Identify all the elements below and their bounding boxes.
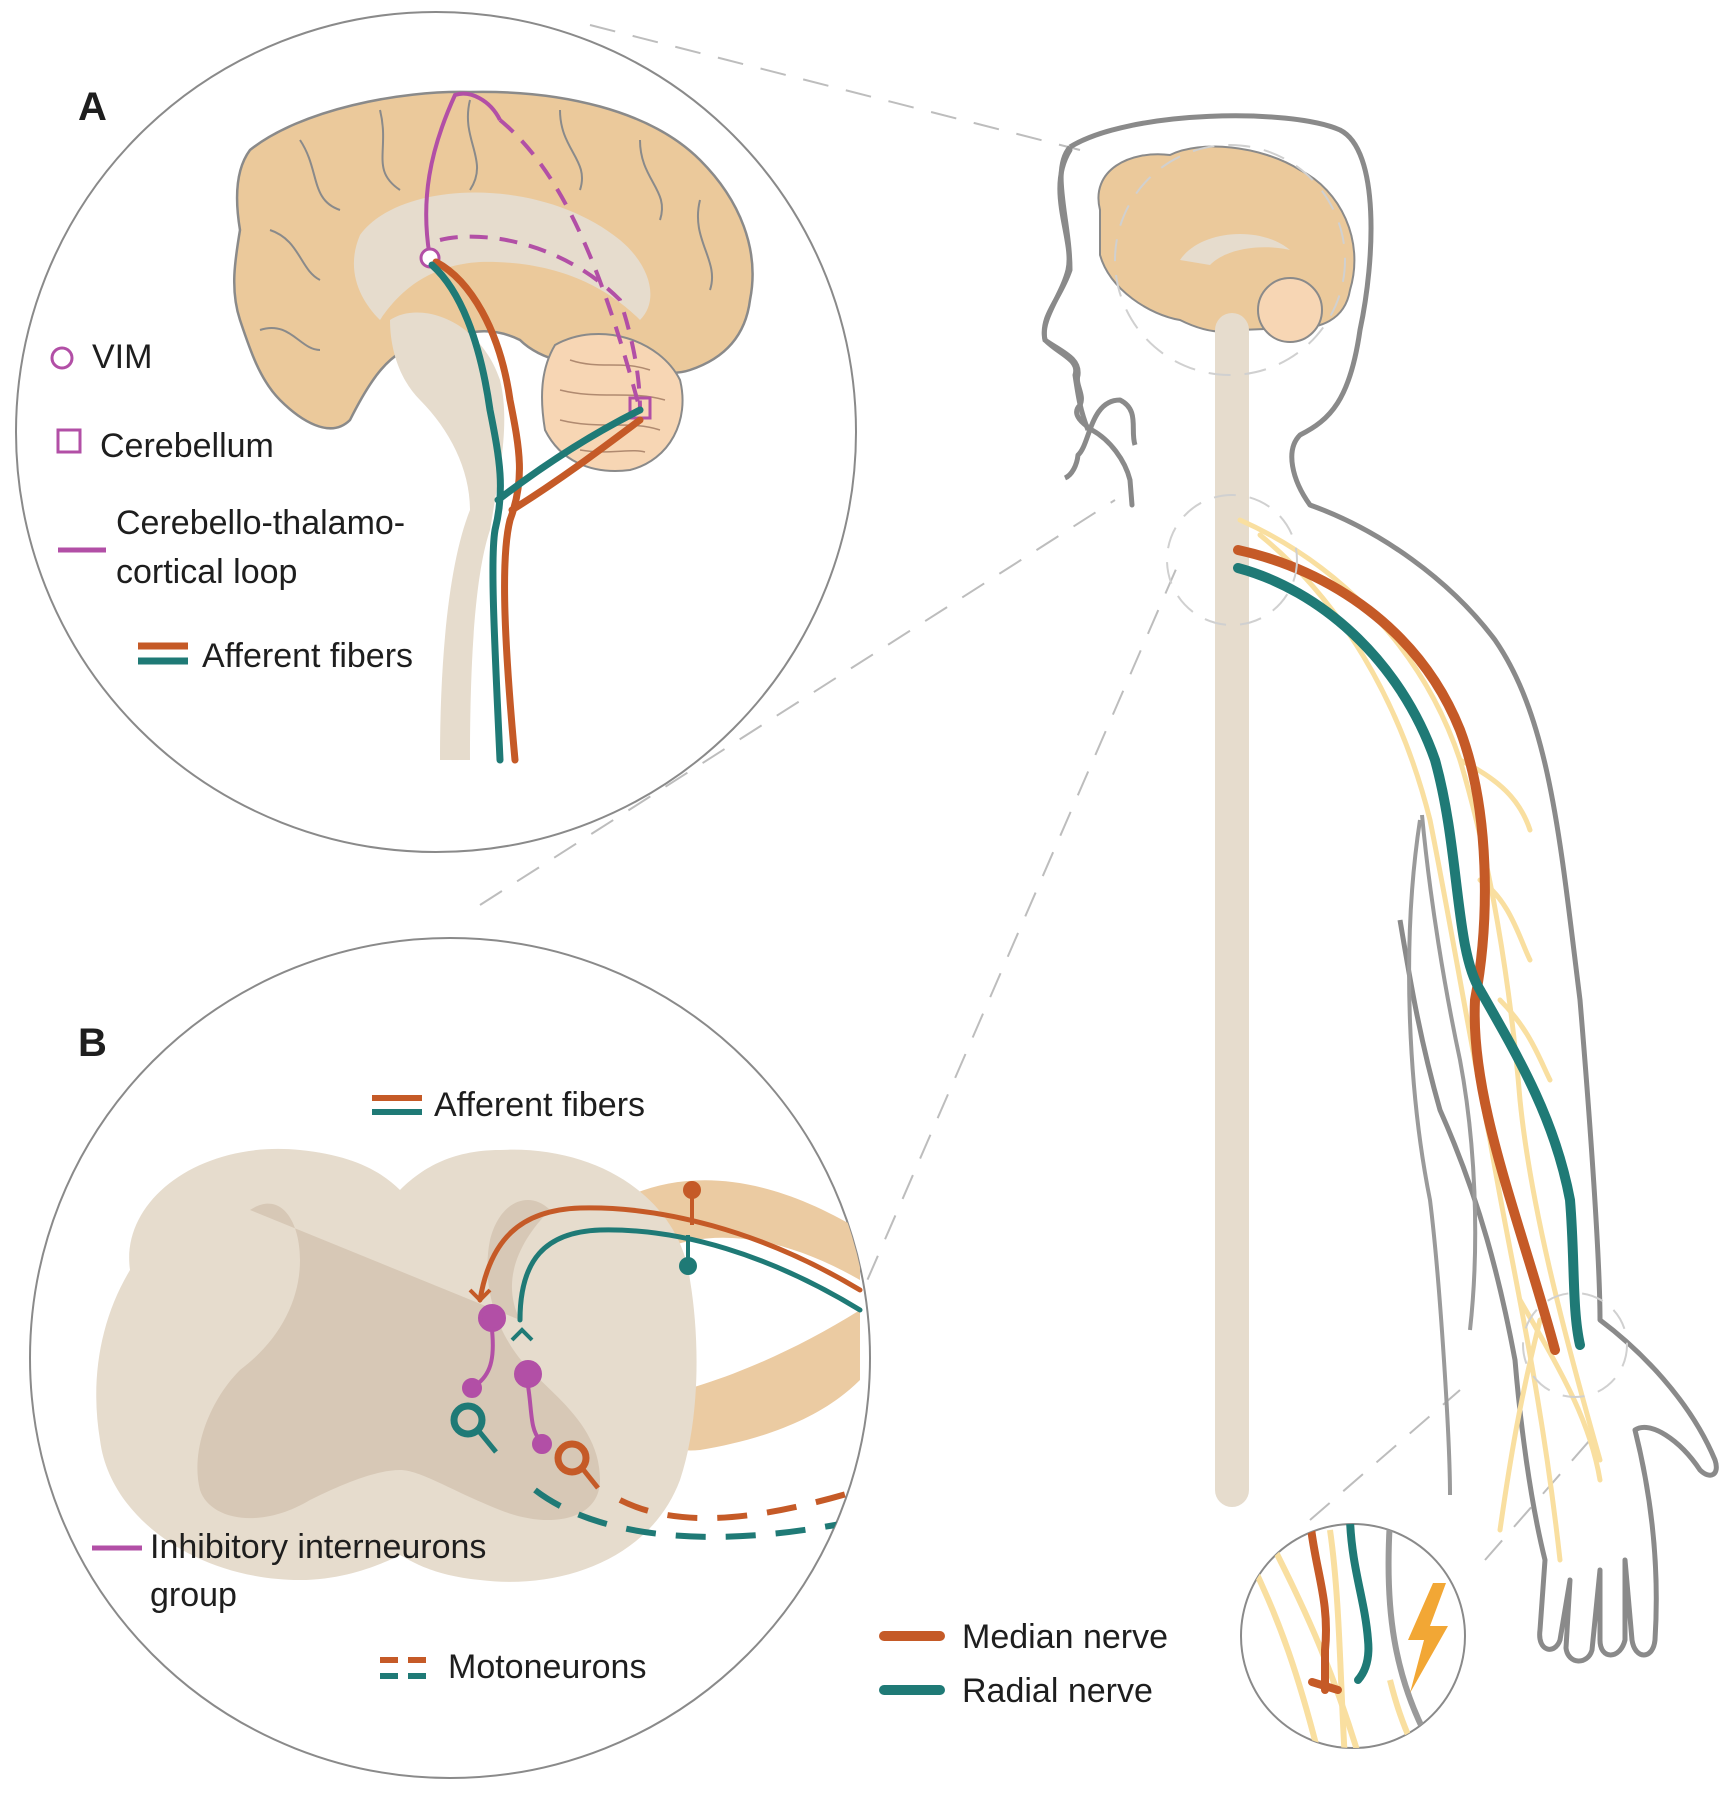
afferent-fiber-orange xyxy=(432,258,644,764)
cerebello-thalamo-cortical-loop xyxy=(424,91,642,411)
afferent-b-orange xyxy=(477,1205,863,1303)
legend-inhibitory-label-1: Inhibitory interneurons xyxy=(150,1528,487,1566)
median-nerve xyxy=(1233,545,1560,1355)
legend-inhibitory-label-2: group xyxy=(150,1576,237,1614)
grey-matter xyxy=(197,1200,601,1520)
zoom-mark-wrist xyxy=(1522,1292,1628,1398)
zoom-mark-cord xyxy=(1166,494,1298,626)
spinal-root xyxy=(620,1180,860,1451)
legend-vim-icon xyxy=(50,346,74,370)
afferent-b-teal xyxy=(517,1227,863,1323)
brainstem xyxy=(390,312,505,760)
torso-side-line xyxy=(1407,819,1452,1496)
legend-loop-label-1: Cerebello-thalamo- xyxy=(116,504,406,542)
body-outline xyxy=(1041,113,1719,1664)
legend-loop-label-2: cortical loop xyxy=(116,553,298,591)
legend-afferent-b-label: Afferent fibers xyxy=(434,1086,646,1124)
legend-cerebellum-label: Cerebellum xyxy=(100,427,274,465)
motoneuron-teal xyxy=(450,1402,486,1438)
body-figure xyxy=(1041,113,1719,1664)
legend-cerebellum-icon xyxy=(56,428,82,454)
legend-afferent-a-label: Afferent fibers xyxy=(202,637,414,675)
wrist-zoom-circle xyxy=(1240,1523,1466,1749)
lightning-bolt-icon xyxy=(1408,1583,1448,1693)
wrist-median-nerve xyxy=(1306,1524,1330,1694)
panel-b-circle xyxy=(29,937,871,1779)
brain-gyri xyxy=(259,99,713,351)
legend-radial-label: Radial nerve xyxy=(962,1672,1153,1710)
wrist-radial-nerve xyxy=(1346,1524,1373,1684)
legend-vim-label: VIM xyxy=(92,338,153,376)
torso-inner-line xyxy=(1420,814,1478,1331)
legend-motoneurons-label: Motoneurons xyxy=(448,1648,647,1686)
motoneuron-orange xyxy=(554,1440,590,1476)
panel-label-a: A xyxy=(78,85,107,129)
face-profile xyxy=(1041,147,1135,508)
radial-nerve xyxy=(1233,563,1585,1350)
panel-a-circle xyxy=(15,11,857,853)
cerebellum xyxy=(541,332,684,472)
cerebellum-folia xyxy=(559,359,666,453)
legend-median-label: Median nerve xyxy=(962,1618,1169,1656)
small-brain xyxy=(1097,145,1356,343)
afferent-fiber-teal xyxy=(428,261,644,764)
zoom-mark-brain xyxy=(1114,144,1346,376)
zoom-connector-lines xyxy=(479,24,1591,1561)
panel-label-b: B xyxy=(78,1021,107,1065)
inhibitory-interneurons xyxy=(462,1304,552,1454)
